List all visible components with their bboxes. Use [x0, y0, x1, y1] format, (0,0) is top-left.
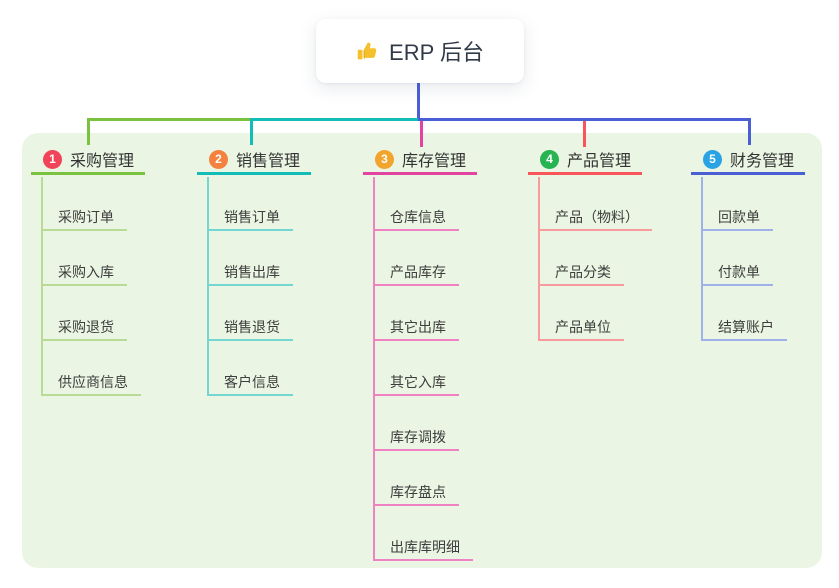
branch-node[interactable]: 4 产品管理 — [528, 146, 642, 175]
child-node[interactable]: 采购订单 — [41, 206, 127, 231]
child-node[interactable]: 其它入库 — [373, 371, 459, 396]
branch-node[interactable]: 2 销售管理 — [197, 146, 311, 175]
branch-connector-drop — [420, 121, 423, 147]
branch-connector-drop — [583, 121, 586, 147]
root-node-label: ERP 后台 — [389, 40, 484, 65]
child-node[interactable]: 仓库信息 — [373, 206, 459, 231]
branch-number-badge: 2 — [209, 149, 228, 169]
child-node[interactable]: 库存盘点 — [373, 481, 459, 506]
branch-connector-drop — [250, 118, 253, 145]
root-node[interactable]: ERP 后台 — [316, 19, 524, 83]
branch-label: 产品管理 — [567, 153, 632, 170]
child-node[interactable]: 产品分类 — [538, 261, 624, 286]
child-node[interactable]: 其它出库 — [373, 316, 459, 341]
branches-panel — [22, 133, 822, 568]
child-node[interactable]: 销售退货 — [207, 316, 293, 341]
branch-label: 采购管理 — [70, 153, 135, 170]
branch-label: 财务管理 — [730, 153, 795, 170]
branch-label: 销售管理 — [236, 153, 301, 170]
root-connector-line — [417, 83, 420, 118]
branch-connector-drop — [748, 118, 751, 145]
branch-number-badge: 5 — [703, 149, 722, 169]
child-node[interactable]: 销售订单 — [207, 206, 293, 231]
child-node[interactable]: 库存调拨 — [373, 426, 459, 451]
branch-number-badge: 4 — [540, 149, 559, 169]
child-node[interactable]: 产品（物料） — [538, 206, 652, 231]
child-node[interactable]: 采购退货 — [41, 316, 127, 341]
branch-label: 库存管理 — [402, 153, 467, 170]
child-node[interactable]: 出库库明细 — [373, 536, 473, 561]
branch-spine-line — [538, 177, 540, 341]
branch-spine-line — [373, 177, 375, 561]
child-node[interactable]: 采购入库 — [41, 261, 127, 286]
child-node[interactable]: 结算账户 — [701, 316, 787, 341]
child-node[interactable]: 回款单 — [701, 206, 773, 231]
child-node[interactable]: 客户信息 — [207, 371, 293, 396]
branch-number-badge: 3 — [375, 149, 394, 169]
branch-spine-line — [207, 177, 209, 396]
child-node[interactable]: 供应商信息 — [41, 371, 141, 396]
child-node[interactable]: 产品单位 — [538, 316, 624, 341]
branch-node[interactable]: 3 库存管理 — [363, 146, 477, 175]
branch-node[interactable]: 5 财务管理 — [691, 146, 805, 175]
branch-node[interactable]: 1 采购管理 — [31, 146, 145, 175]
child-node[interactable]: 付款单 — [701, 261, 773, 286]
child-node[interactable]: 产品库存 — [373, 261, 459, 286]
connector-bus-segment — [87, 118, 250, 121]
child-node[interactable]: 销售出库 — [207, 261, 293, 286]
thumbs-up-icon — [356, 40, 379, 63]
branch-spine-line — [41, 177, 43, 396]
branch-connector-drop — [87, 118, 90, 145]
connector-bus-segment — [418, 118, 751, 121]
branch-spine-line — [701, 177, 703, 341]
connector-bus-segment — [250, 118, 418, 121]
branch-number-badge: 1 — [43, 149, 62, 169]
